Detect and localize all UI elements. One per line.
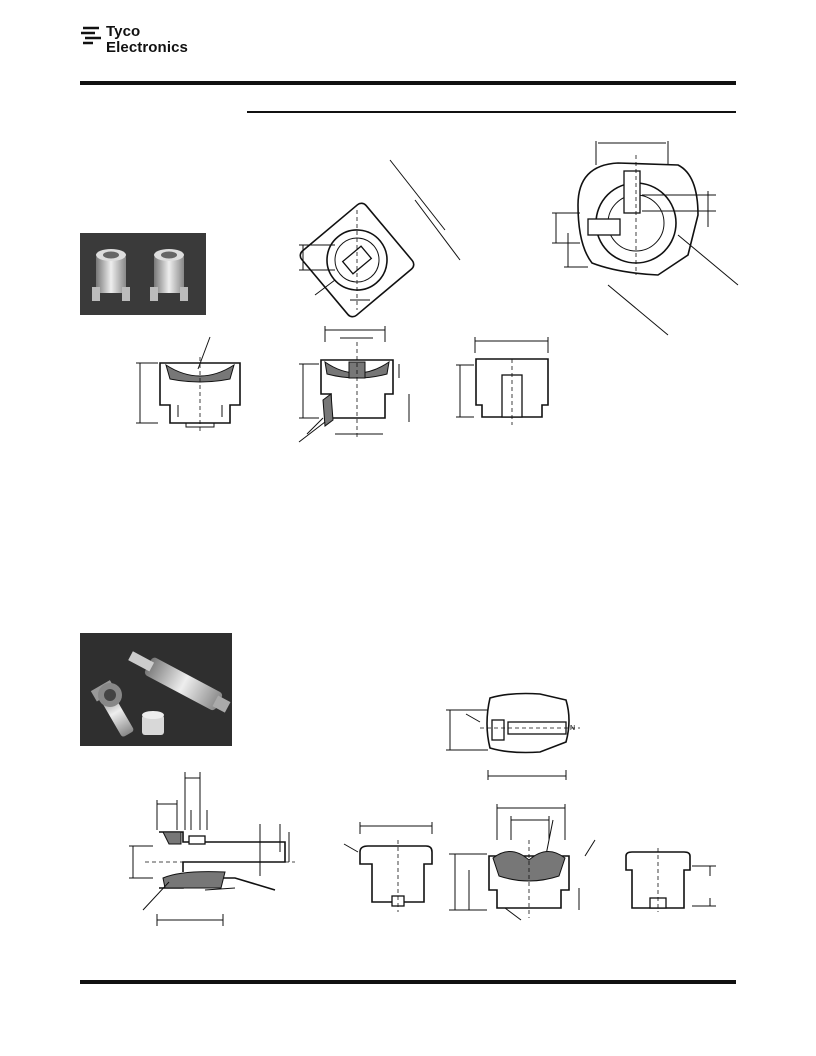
photo-two-caps (80, 233, 206, 315)
footer-rule (80, 980, 736, 984)
brand-line-1: Tyco (106, 23, 141, 40)
pin-cap-end-drawing (625, 848, 716, 912)
cap-corner-view-drawing (552, 141, 739, 336)
cap-center-section-drawing (298, 326, 410, 443)
pin-top-view-drawing: N (446, 692, 580, 780)
cap-end-view-drawing (456, 337, 549, 425)
photo-pin-assembly (80, 633, 232, 746)
brand-line-2: Electronics (106, 39, 188, 56)
pin-cap-side-drawing (343, 822, 433, 912)
brand-wordmark: Tyco Electronics (106, 24, 188, 56)
section-rule (247, 111, 736, 113)
cap-top-view-drawing (299, 159, 461, 318)
pin-section-drawing (129, 772, 295, 926)
svg-text:N: N (570, 725, 575, 732)
cap-connector-photo (80, 233, 206, 315)
cap-side-section-drawing (136, 336, 241, 431)
pin-cap-section-drawing (449, 804, 596, 921)
tyco-electronics-logo-icon (81, 26, 101, 45)
header-rule (80, 81, 736, 85)
pin-connector-photo (80, 633, 232, 746)
